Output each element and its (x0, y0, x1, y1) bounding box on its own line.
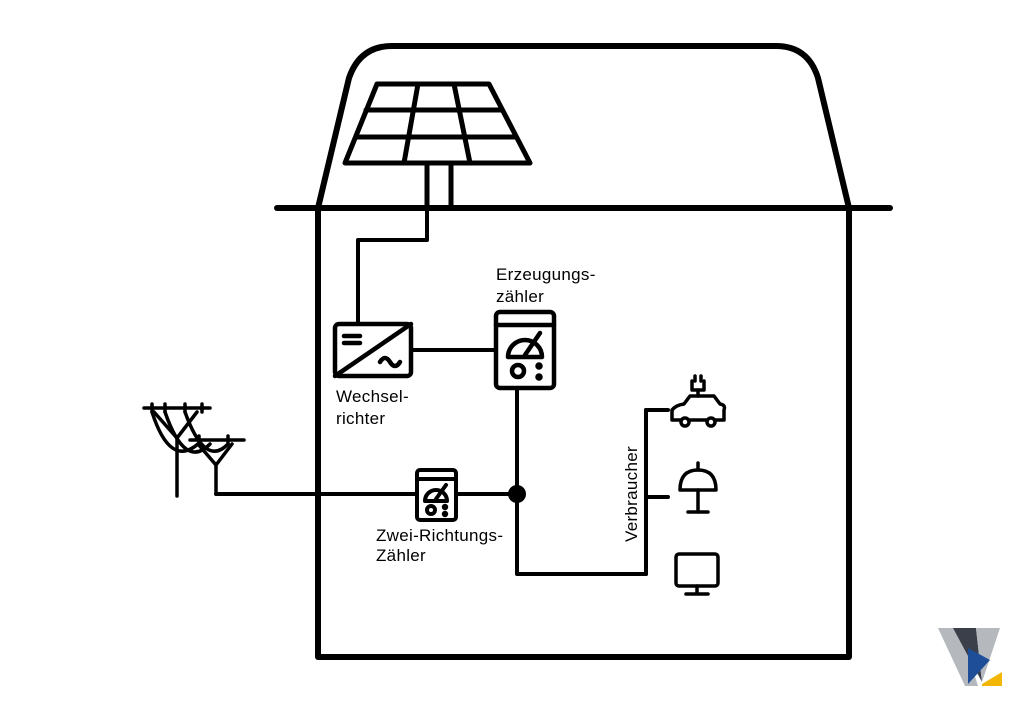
inverter-label-line1: Wechsel- (336, 387, 409, 406)
junction-node (508, 485, 526, 503)
bidirectional-meter-icon (415, 468, 458, 522)
wire-meter-junction (515, 386, 648, 576)
power-pylon-icon (142, 402, 246, 498)
lamp-icon (678, 461, 718, 514)
wire-panel-inverter (356, 206, 429, 326)
electric-car-icon (670, 374, 727, 428)
bidirectional-meter-label-line1: Zwei-Richtungs- (376, 526, 503, 545)
bidirectional-meter-label-line2: Zähler (376, 546, 426, 565)
consumers-label: Verbraucher (622, 446, 641, 542)
house-outline (274, 43, 893, 660)
consumers-bus (644, 408, 670, 576)
inverter-icon (332, 321, 414, 379)
generation-meter-label-line2: zähler (496, 287, 544, 306)
generation-meter-label-line1: Erzeugungs- (496, 265, 596, 284)
monitor-icon (674, 552, 720, 596)
solar-panel-icon (342, 81, 533, 211)
generation-meter-icon (493, 309, 557, 391)
logo-icon (938, 628, 1002, 686)
inverter-label-line2: richter (336, 409, 385, 428)
